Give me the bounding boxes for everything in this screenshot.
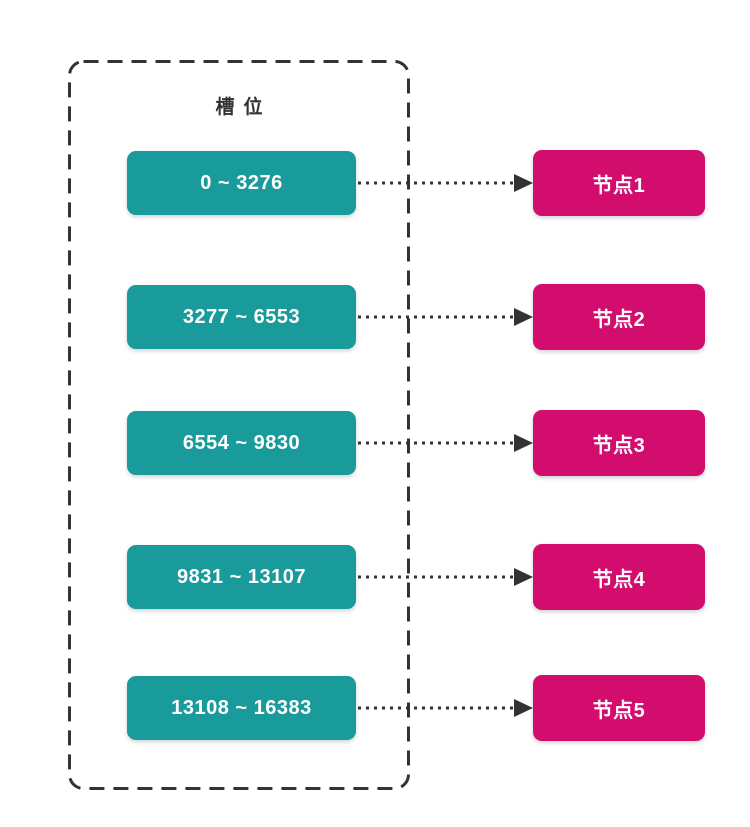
slot-range-box: 6554 ~ 9830 xyxy=(127,411,356,475)
slot-range-box: 3277 ~ 6553 xyxy=(127,285,356,349)
slot-range-label: 13108 ~ 16383 xyxy=(171,696,312,719)
node-label: 节点1 xyxy=(592,174,646,197)
arrow-right-icon xyxy=(514,308,533,326)
node-label: 节点4 xyxy=(592,568,646,591)
node-label: 节点5 xyxy=(592,699,646,722)
node-label: 节点3 xyxy=(592,434,646,457)
connector xyxy=(356,567,533,587)
arrow-right-icon xyxy=(514,174,533,192)
arrow-right-icon xyxy=(514,434,533,452)
mapping-row-4: 9831 ~ 13107 节点4 xyxy=(127,544,705,610)
slot-range-label: 9831 ~ 13107 xyxy=(177,565,306,588)
slot-range-label: 6554 ~ 9830 xyxy=(182,431,301,454)
slots-group: 槽位 xyxy=(68,60,410,790)
dotted-line xyxy=(358,706,516,710)
connector xyxy=(356,307,533,327)
mapping-row-3: 6554 ~ 9830 节点3 xyxy=(127,410,705,476)
slot-range-box: 9831 ~ 13107 xyxy=(127,545,356,609)
dotted-line xyxy=(358,575,516,579)
dotted-line xyxy=(358,315,516,319)
arrow-right-icon xyxy=(514,699,533,717)
node-box: 节点1 xyxy=(533,150,705,216)
slot-range-label: 3277 ~ 6553 xyxy=(182,305,301,328)
node-box: 节点4 xyxy=(533,544,705,610)
connector xyxy=(356,173,533,193)
mapping-row-5: 13108 ~ 16383 节点5 xyxy=(127,675,705,741)
dotted-line xyxy=(358,441,516,445)
arrow-right-icon xyxy=(514,568,533,586)
node-box: 节点3 xyxy=(533,410,705,476)
dashed-border xyxy=(68,60,410,790)
mapping-row-2: 3277 ~ 6553 节点2 xyxy=(127,284,705,350)
slot-range-label: 0 ~ 3276 xyxy=(200,171,283,194)
slot-range-box: 0 ~ 3276 xyxy=(127,151,356,215)
node-box: 节点5 xyxy=(533,675,705,741)
mapping-row-1: 0 ~ 3276 节点1 xyxy=(127,150,705,216)
slots-title: 槽位 xyxy=(215,97,272,118)
connector xyxy=(356,698,533,718)
slot-range-box: 13108 ~ 16383 xyxy=(127,676,356,740)
dotted-line xyxy=(358,181,516,185)
node-label: 节点2 xyxy=(592,308,646,331)
connector xyxy=(356,433,533,453)
node-box: 节点2 xyxy=(533,284,705,350)
